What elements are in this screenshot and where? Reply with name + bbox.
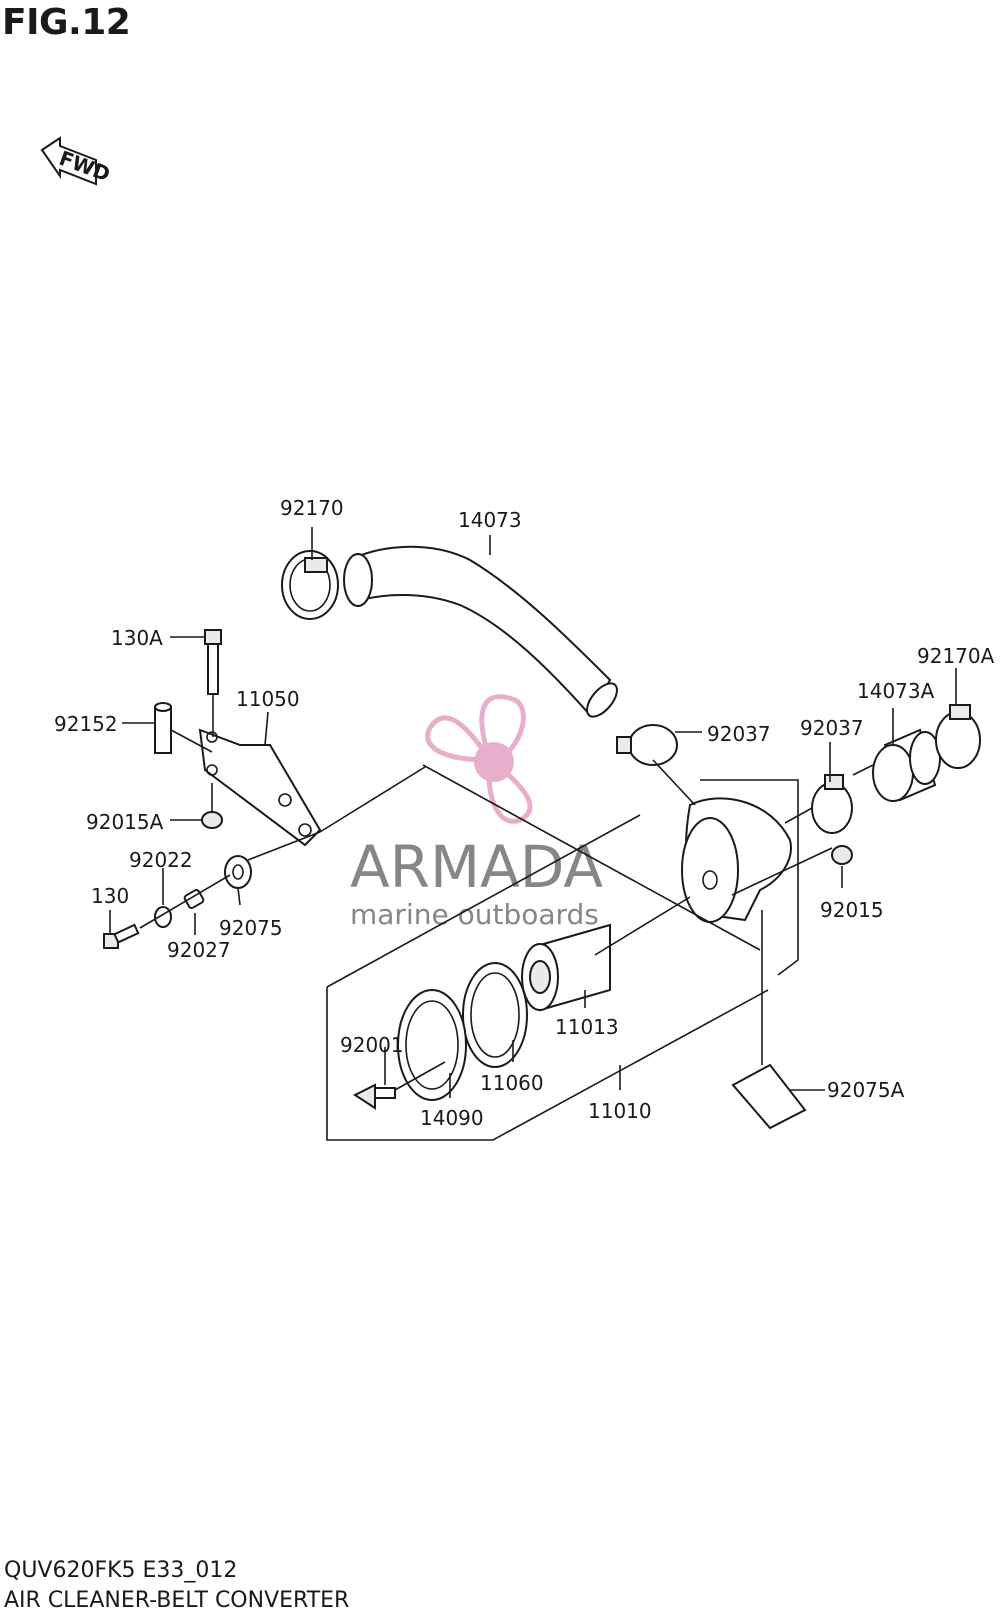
watermark-brand: ARMADA xyxy=(350,833,603,901)
element-11013 xyxy=(521,923,611,1012)
collar-92027 xyxy=(183,889,205,909)
clamp-92037-left xyxy=(616,724,678,766)
label-130A: 130A xyxy=(111,626,163,650)
assembly-outline xyxy=(319,764,799,1141)
label-92170A: 92170A xyxy=(917,644,995,668)
label-92015: 92015 xyxy=(820,898,884,922)
footer-diagram-code: QUV620FK5 E33_012 xyxy=(4,1558,238,1583)
label-92170: 92170 xyxy=(280,496,344,520)
label-92075: 92075 xyxy=(219,916,283,940)
clamp-92170 xyxy=(281,550,339,620)
label-92037-left: 92037 xyxy=(707,722,771,746)
damper-92075 xyxy=(224,855,252,889)
label-14090: 14090 xyxy=(420,1106,484,1130)
figure-title: FIG.12 xyxy=(2,2,131,43)
label-92027: 92027 xyxy=(167,938,231,962)
gasket-11060 xyxy=(462,962,528,1068)
label-11050: 11050 xyxy=(236,687,300,711)
bolt-130 xyxy=(103,923,140,949)
part-labels: 92170 14073 130A 11050 92152 92015A 9202… xyxy=(54,496,995,1130)
nut-92015A xyxy=(201,811,223,829)
label-14073: 14073 xyxy=(458,508,522,532)
label-130: 130 xyxy=(91,884,129,908)
seal-92075A xyxy=(731,1063,807,1130)
label-11013: 11013 xyxy=(555,1015,619,1039)
bracket-11050 xyxy=(198,728,322,847)
footer-diagram-name: AIR CLEANER-BELT CONVERTER xyxy=(4,1588,350,1613)
label-92022: 92022 xyxy=(129,848,193,872)
label-92037-right: 92037 xyxy=(800,716,864,740)
label-14073A: 14073A xyxy=(857,679,935,703)
clamp-92170A xyxy=(935,704,981,769)
duct-14073A xyxy=(872,728,941,802)
cover-14090 xyxy=(397,989,467,1101)
housing-11010 xyxy=(681,797,792,923)
watermark-tagline: marine outboards xyxy=(350,898,599,931)
leader-lines xyxy=(109,527,957,1098)
label-92075A: 92075A xyxy=(827,1078,905,1102)
label-11010: 11010 xyxy=(588,1099,652,1123)
armada-watermark-logo: ARMADA marine outboards xyxy=(350,694,603,931)
nut-92015 xyxy=(831,845,853,865)
duct-14073 xyxy=(343,545,618,718)
clamp-92037-right xyxy=(811,774,853,834)
wingbolt-92001 xyxy=(352,1083,396,1110)
label-92001: 92001 xyxy=(340,1033,404,1057)
bolt-130A xyxy=(204,629,222,695)
label-11060: 11060 xyxy=(480,1071,544,1095)
label-92152: 92152 xyxy=(54,712,118,736)
collar-92152 xyxy=(154,702,172,754)
label-92015A: 92015A xyxy=(86,810,164,834)
fwd-arrow-icon: FWD xyxy=(40,136,113,186)
